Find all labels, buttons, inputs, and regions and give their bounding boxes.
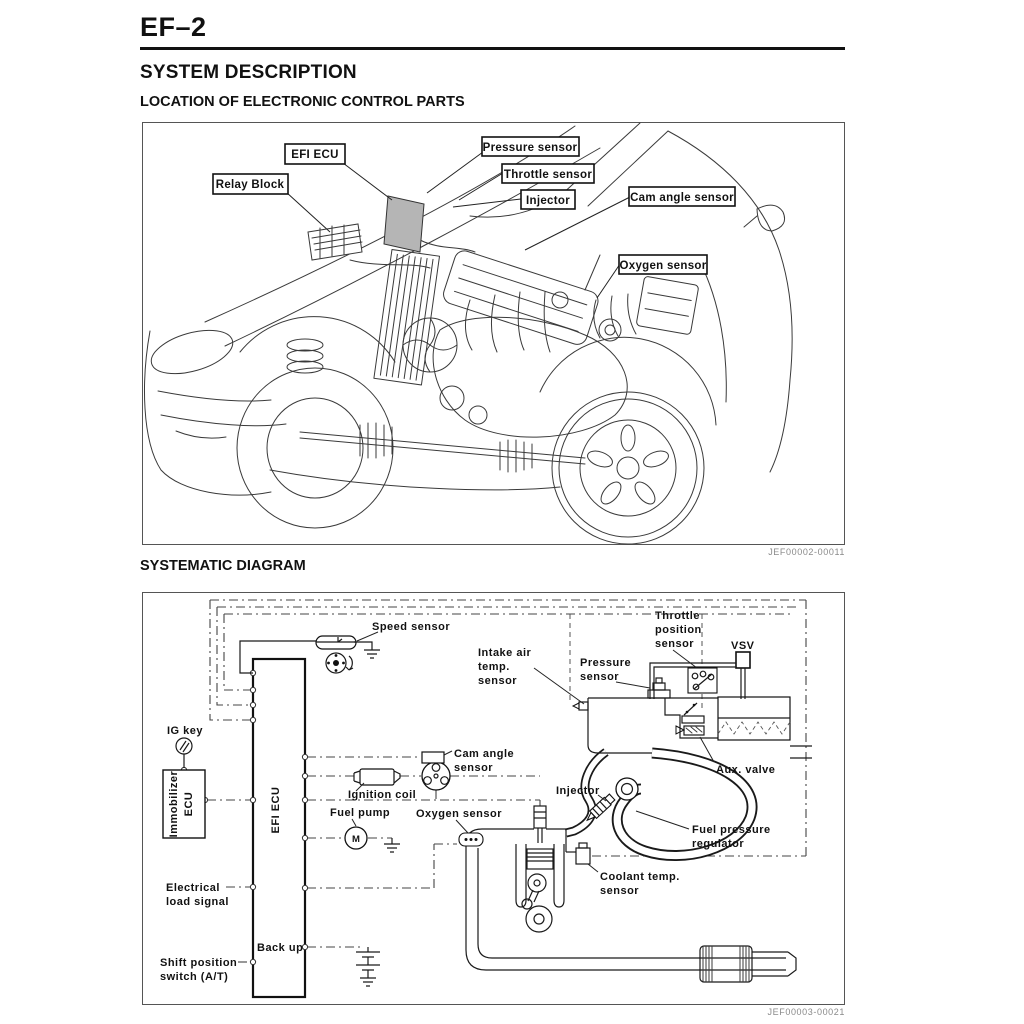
fuel-pressure-regulator: Fuel pressure regulator: [635, 810, 771, 850]
callout-relay-block: Relay Block: [212, 173, 289, 195]
immobilizer-label-line2: ECU: [183, 792, 195, 817]
svg-text:Intake air: Intake air: [478, 647, 532, 659]
backup-battery: [356, 947, 380, 987]
svg-text:Pressure: Pressure: [580, 657, 631, 669]
ig-key: IG key: [167, 725, 203, 768]
page-code: EF–2: [140, 12, 207, 42]
electrical-load-label: Electrical load signal: [166, 882, 229, 908]
svg-text:Throttle: Throttle: [655, 610, 700, 622]
callout-efi-ecu-label: EFI ECU: [291, 149, 338, 161]
section-title: SYSTEM DESCRIPTION: [140, 62, 357, 83]
efi-ecu-label: EFI ECU: [270, 787, 282, 834]
efi-ecu-part: [383, 195, 425, 253]
subsection-location-title: LOCATION OF ELECTRONIC CONTROL PARTS: [140, 94, 465, 110]
oxygen-sensor-sys-label: Oxygen sensor: [416, 808, 502, 820]
shift-position-label: Shift position switch (A/T): [160, 957, 237, 983]
injector-sys-label: Injector: [556, 785, 600, 797]
subsection-systematic-title: SYSTEMATIC DIAGRAM: [140, 558, 306, 574]
immobilizer-label-line1: Immobilizer: [168, 770, 180, 837]
callout-cam-angle-sensor-label: Cam angle sensor: [630, 192, 734, 204]
svg-text:position: position: [655, 624, 702, 636]
callout-injector-label: Injector: [526, 195, 570, 207]
callout-oxygen-sensor: Oxygen sensor: [618, 254, 708, 275]
ignition-coil-label: Ignition coil: [348, 789, 416, 801]
car-line-art: [144, 122, 793, 545]
callout-throttle-sensor: Throttle sensor: [501, 163, 595, 184]
svg-text:Coolant temp.: Coolant temp.: [600, 871, 680, 883]
pressure-sensor-sys: Pressure sensor: [580, 657, 671, 699]
fuel-pump-label: Fuel pump: [330, 807, 390, 819]
ignition-coil: Ignition coil: [348, 768, 416, 801]
cam-angle-sensor: Cam angle sensor: [421, 748, 514, 791]
vsv: VSV: [649, 640, 755, 699]
svg-text:regulator: regulator: [692, 838, 744, 850]
header-rule: [140, 47, 845, 50]
svg-text:sensor: sensor: [478, 675, 517, 687]
callout-cam-angle-sensor: Cam angle sensor: [628, 186, 736, 207]
speed-sensor-label: Speed sensor: [372, 621, 450, 633]
figure1-callouts: EFI ECU Relay Block Pressure sensor Thro…: [212, 136, 736, 275]
motor-m: M: [352, 834, 360, 845]
efi-ecu-box: EFI ECU Back up: [251, 657, 307, 999]
figure1-leader-lines: [285, 151, 631, 299]
fuel-pump: Fuel pump M: [330, 807, 400, 853]
aux-valve-label: Aux. valve: [716, 764, 775, 776]
svg-text:Cam angle: Cam angle: [454, 748, 514, 760]
back-up-label: Back up: [257, 942, 303, 954]
callout-throttle-sensor-label: Throttle sensor: [504, 169, 592, 181]
callout-efi-ecu: EFI ECU: [284, 143, 346, 165]
signal-wires: [207, 756, 806, 963]
figure1-id: JEF00002-00011: [768, 547, 845, 557]
oxygen-sensor-sys: Oxygen sensor: [416, 808, 502, 847]
svg-text:sensor: sensor: [454, 762, 493, 774]
callout-pressure-sensor: Pressure sensor: [481, 136, 580, 157]
svg-text:sensor: sensor: [600, 885, 639, 897]
svg-text:Electrical: Electrical: [166, 882, 220, 894]
callout-injector: Injector: [520, 189, 576, 210]
figure-location-of-parts: EFI ECU Relay Block Pressure sensor Thro…: [142, 122, 845, 545]
svg-text:Shift position: Shift position: [160, 957, 237, 969]
svg-text:temp.: temp.: [478, 661, 510, 673]
figure-systematic-diagram: EFI ECU Back up Speed s: [142, 592, 845, 1005]
immobilizer-ecu-box: Immobilizer ECU: [162, 769, 206, 839]
air-cleaner: [717, 696, 812, 759]
injector-sys: Injector: [556, 777, 639, 822]
exhaust-pipe: [465, 844, 797, 983]
svg-text:switch (A/T): switch (A/T): [160, 971, 228, 983]
svg-text:sensor: sensor: [580, 671, 619, 683]
throttle-position-sensor: Throttle position sensor: [655, 610, 718, 694]
speed-sensor: Speed sensor: [239, 621, 450, 674]
callout-pressure-sensor-label: Pressure sensor: [483, 142, 578, 154]
svg-text:sensor: sensor: [655, 638, 694, 650]
ig-key-label: IG key: [167, 725, 203, 737]
svg-text:load signal: load signal: [166, 896, 229, 908]
wiring-harness: [209, 599, 807, 856]
svg-text:Fuel pressure: Fuel pressure: [692, 824, 771, 836]
callout-oxygen-sensor-label: Oxygen sensor: [620, 260, 707, 272]
figure2-id: JEF00003-00021: [767, 1007, 845, 1017]
vsv-label: VSV: [731, 640, 755, 652]
coolant-temp-sensor: Coolant temp. sensor: [566, 842, 680, 897]
aux-valve: Aux. valve: [699, 736, 775, 776]
callout-relay-block-label: Relay Block: [216, 179, 285, 191]
intake-air-temp-sensor: Intake air temp. sensor: [478, 647, 589, 711]
relay-block-part: [307, 223, 363, 261]
